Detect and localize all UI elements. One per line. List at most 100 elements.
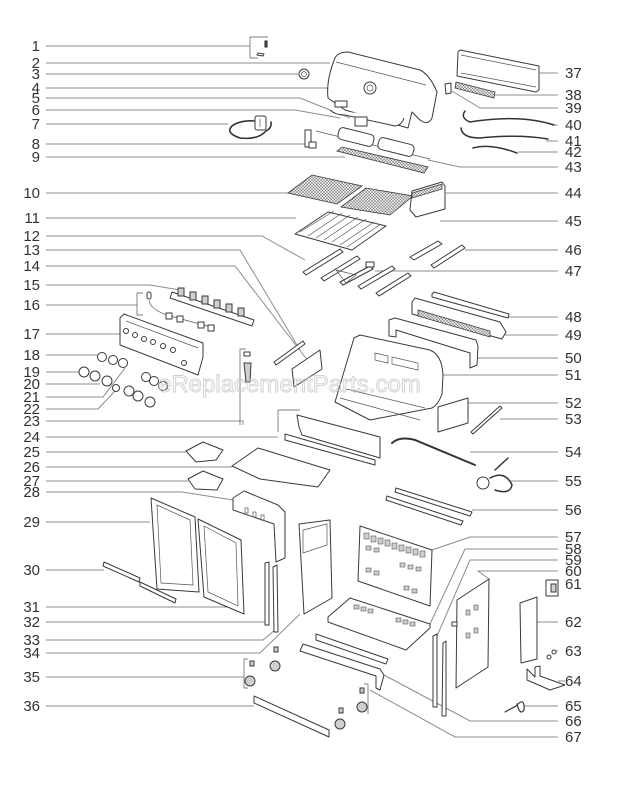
leader-line-60 <box>476 570 558 580</box>
part-25-drip-tray <box>185 441 224 463</box>
part-40-wire <box>462 110 555 126</box>
part-28-housing <box>232 490 286 563</box>
callout-label-8: 8 <box>32 136 40 153</box>
callout-label-49: 49 <box>565 327 582 344</box>
callout-label-53: 53 <box>565 411 582 428</box>
callout-label-6: 6 <box>32 102 40 119</box>
part-9-warming-rack <box>336 146 429 174</box>
callout-label-35: 35 <box>23 669 40 686</box>
part-37-panel <box>456 49 540 93</box>
callout-label-29: 29 <box>23 514 40 531</box>
part-32-rail <box>264 561 270 626</box>
callout-label-57: 57 <box>565 529 582 546</box>
part-14-panel <box>291 349 323 388</box>
part-57-back-panel <box>357 525 433 607</box>
part-47-crossover <box>335 261 375 286</box>
leader-line-59 <box>436 559 558 637</box>
callout-label-42: 42 <box>565 144 582 161</box>
callout-label-37: 37 <box>565 65 582 82</box>
callout-label-50: 50 <box>565 350 582 367</box>
callout-label-64: 64 <box>565 673 582 690</box>
leader-line-34 <box>46 613 301 654</box>
part-51-cookbox <box>334 334 444 421</box>
part-23-igniter-button <box>239 348 252 425</box>
leader-line-57 <box>431 536 558 551</box>
part-44-bar <box>409 181 446 218</box>
callout-label-15: 15 <box>23 277 40 294</box>
callout-label-23: 23 <box>23 413 40 430</box>
part-11-flavorizer-bars <box>294 210 387 251</box>
callout-label-25: 25 <box>23 444 40 461</box>
part-3-thermometer <box>298 68 310 80</box>
left-callout-labels: 1234567891011121314151617181920212223242… <box>23 38 40 715</box>
part-67-casters <box>334 683 369 730</box>
leader-line-39 <box>451 90 558 109</box>
callout-label-33: 33 <box>23 632 40 649</box>
leader-line-5 <box>46 97 351 119</box>
callout-label-66: 66 <box>565 713 582 730</box>
part-50-frame <box>388 317 479 369</box>
part-1-screws <box>249 36 268 59</box>
callout-label-46: 46 <box>565 242 582 259</box>
callout-label-63: 63 <box>565 643 582 660</box>
part-52-panel <box>437 397 469 433</box>
part-56-rail-upper <box>394 487 473 517</box>
part-56-rail-lower <box>385 495 464 526</box>
callout-label-56: 56 <box>565 502 582 519</box>
part-55-regulator <box>476 457 513 493</box>
part-16-igniter-wires <box>136 291 216 332</box>
part-36-kick-plate <box>253 695 330 738</box>
callout-label-32: 32 <box>23 614 40 631</box>
callout-label-17: 17 <box>23 326 40 343</box>
callout-label-60: 60 <box>565 563 582 580</box>
part-45-deflector <box>409 240 443 261</box>
part-10-cooking-grates <box>287 174 414 216</box>
callout-label-43: 43 <box>565 159 582 176</box>
callout-label-31: 31 <box>23 599 40 616</box>
leader-line-21 <box>46 367 126 398</box>
leader-line-28 <box>46 491 234 501</box>
callout-label-67: 67 <box>565 729 582 746</box>
callout-label-40: 40 <box>565 117 582 134</box>
part-29-doors <box>150 497 245 615</box>
callout-label-45: 45 <box>565 213 582 230</box>
callout-label-51: 51 <box>565 367 582 384</box>
part-59-rail-b <box>441 640 447 717</box>
callout-label-12: 12 <box>23 228 40 245</box>
leader-line-33 <box>46 629 276 641</box>
part-33-rail <box>272 564 279 633</box>
part-58-bottom-panel <box>327 597 431 651</box>
callout-label-30: 30 <box>23 562 40 579</box>
part-49-tray <box>411 297 507 340</box>
part-27-drip-tray <box>187 470 224 491</box>
callout-label-10: 10 <box>23 185 40 202</box>
callout-label-62: 62 <box>565 614 582 631</box>
callout-label-3: 3 <box>32 66 40 83</box>
part-34-door-frame <box>298 519 333 615</box>
callout-label-26: 26 <box>23 459 40 476</box>
callout-label-4: 4 <box>32 80 40 97</box>
callout-label-5: 5 <box>32 90 40 107</box>
callout-label-41: 41 <box>565 133 582 150</box>
callout-label-38: 38 <box>565 87 582 104</box>
callout-label-19: 19 <box>23 364 40 381</box>
part-41-wire <box>460 127 549 140</box>
watermark: eReplacementParts.com <box>158 371 421 398</box>
leader-line-66 <box>383 674 558 722</box>
leader-line-67 <box>369 689 558 738</box>
leader-line-58 <box>429 548 558 625</box>
leader-lines <box>46 45 565 738</box>
part-66-front-rail <box>299 633 389 691</box>
callout-label-14: 14 <box>23 258 40 275</box>
callout-label-52: 52 <box>565 395 582 412</box>
callout-label-20: 20 <box>23 376 40 393</box>
callout-label-18: 18 <box>23 347 40 364</box>
part-63-screws <box>546 649 557 660</box>
leader-line-14 <box>46 265 316 371</box>
part-39-cap <box>444 82 452 95</box>
part-38-bar <box>454 81 496 99</box>
callout-label-1: 1 <box>32 38 40 55</box>
part-17-control-panel <box>119 313 204 376</box>
callout-label-61: 61 <box>565 576 582 593</box>
